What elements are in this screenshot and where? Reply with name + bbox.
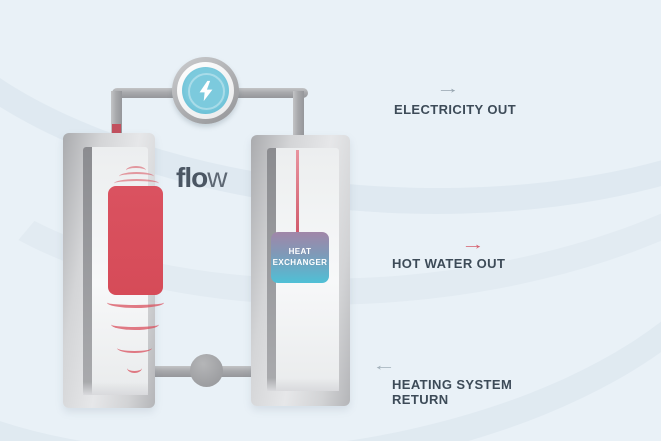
hot-water-tank: HEAT EXCHANGER [251,135,350,406]
ripple-arc [127,363,142,373]
heat-exchanger-label-line2: EXCHANGER [272,257,328,267]
boiler-tank-cavity [83,147,164,395]
tank-inner-wall-shadow [83,147,92,395]
badge-inner-ring [188,73,225,110]
hot-fluid-pipe-tip [112,124,121,136]
circulation-pump [190,354,223,387]
electricity-out-label: ELECTRICITY OUT [394,102,517,117]
electricity-out-arrow-icon: → [436,80,460,97]
tank-floor [83,382,148,395]
steam-arc [114,179,159,188]
heating-return-label-line1: HEATING SYSTEM [392,377,513,392]
flow-logo: flow [176,162,227,194]
top-pipe-right-vertical [293,91,304,150]
boiler-tank [63,133,164,408]
flow-logo-bold: flo [176,162,208,193]
badge-face [182,67,229,114]
tank-floor [267,378,339,391]
hot-water-out-label: HOT WATER OUT [392,256,506,271]
electricity-generator-badge [172,57,239,124]
flow-logo-light: w [207,162,227,193]
hot-liquid-column [108,186,163,295]
hot-water-out-arrow-icon: → [461,236,485,253]
top-pipe-left-vertical [111,91,122,136]
lightning-bolt-icon [199,80,212,101]
heating-return-label-line2: RETURN [392,392,449,408]
heat-exchanger-unit: HEAT EXCHANGER [271,232,329,283]
steam-arc [119,172,154,181]
ripple-arc [107,297,164,308]
ripple-arc [111,319,159,330]
steam-arc [126,166,146,175]
heating-system-return-label: HEATING SYSTEM RETURN [392,377,512,407]
ripple-arc [117,343,152,353]
heat-exchanger-label-line1: HEAT [288,246,312,256]
heating-return-arrow-icon: ← [372,357,396,374]
hot-fluid-inlet-line [296,150,299,233]
